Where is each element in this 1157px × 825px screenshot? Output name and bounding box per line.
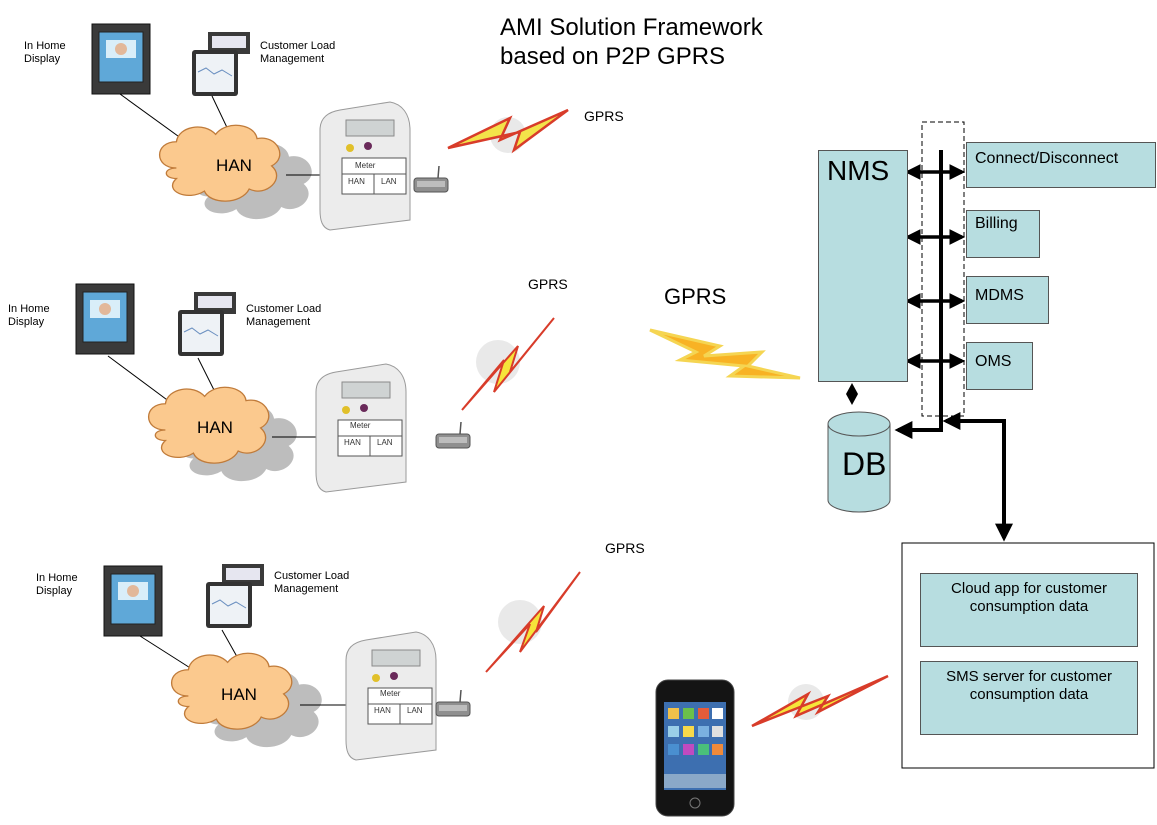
meter-label: Meter <box>380 689 401 698</box>
title-line-2: based on P2P GPRS <box>500 42 726 70</box>
customer-load-label: Customer Load Management <box>274 570 350 595</box>
customer-load-label: Customer Load Management <box>246 303 322 328</box>
backbone-gprs-label: GPRS <box>664 284 727 309</box>
connector-line <box>197 357 217 395</box>
title-line-1: AMI Solution Framework <box>500 14 763 41</box>
billing-box: Billing <box>966 210 1040 258</box>
gprs-link-bolt-icon <box>447 108 569 154</box>
db-cylinder-icon <box>827 411 891 513</box>
load-management-tablet-icon <box>191 31 251 97</box>
cloud-app-label: Cloud app for customer consumption data <box>951 580 1107 615</box>
gprs-label: GPRS <box>528 276 568 292</box>
connect-disconnect-label: Connect/Disconnect <box>975 150 1119 167</box>
db-label: DB <box>842 446 887 482</box>
gprs-link-bolt-icon <box>461 317 555 411</box>
meter-lan-label: LAN <box>377 438 393 447</box>
sms-server-box: SMS server for customer consumption data <box>920 661 1138 735</box>
in-home-display-label: In Home Display <box>36 572 78 597</box>
customer-site-3 <box>103 563 581 761</box>
diagram-title: AMI Solution Framework based on P2P GPRS <box>500 14 763 72</box>
modem-icon <box>435 689 471 717</box>
modem-icon <box>435 421 471 449</box>
oms-box: OMS <box>966 342 1033 390</box>
billing-label: Billing <box>975 215 1018 232</box>
gprs-link-bolt-icon <box>485 571 581 673</box>
meter-han-label: HAN <box>344 438 361 447</box>
mdms-label: MDMS <box>975 287 1024 304</box>
in-home-display-icon <box>75 283 135 355</box>
oms-label: OMS <box>975 353 1012 370</box>
phone-gprs-bolt-icon <box>751 674 889 728</box>
gprs-label: GPRS <box>605 540 645 556</box>
backbone-bolt-icon <box>649 328 801 380</box>
gprs-label: GPRS <box>584 108 624 124</box>
meter-label: Meter <box>355 161 376 170</box>
meter-han-label: HAN <box>374 706 391 715</box>
customer-site-1 <box>91 23 569 231</box>
meter-lan-label: LAN <box>407 706 423 715</box>
in-home-display-icon <box>91 23 151 95</box>
cloud-app-box: Cloud app for customer consumption data <box>920 573 1138 647</box>
connect-disconnect-box: Connect/Disconnect <box>966 142 1156 188</box>
han-label: HAN <box>216 156 252 175</box>
mdms-box: MDMS <box>966 276 1049 324</box>
load-management-tablet-icon <box>177 291 237 357</box>
home-button <box>689 797 701 809</box>
in-home-display-label: In Home Display <box>8 303 50 328</box>
meter-lan-label: LAN <box>381 177 397 186</box>
meter-label: Meter <box>350 421 371 430</box>
sms-server-label: SMS server for customer consumption data <box>946 668 1112 703</box>
nms-box: NMS <box>818 150 908 382</box>
radio-glow <box>788 684 824 720</box>
load-management-tablet-icon <box>205 563 265 629</box>
in-home-display-label: In Home Display <box>24 40 66 65</box>
arrow-bus-cloud <box>942 412 1013 542</box>
han-label: HAN <box>197 418 233 437</box>
in-home-display-icon <box>103 565 163 637</box>
customer-load-label: Customer Load Management <box>260 40 336 65</box>
meter-han-label: HAN <box>348 177 365 186</box>
backbone-gprs-bolt <box>649 328 801 380</box>
modem-icon <box>413 165 449 193</box>
nms-label: NMS <box>827 155 890 186</box>
customer-site-2 <box>75 283 555 493</box>
nms-db-diamond-connector <box>846 383 858 405</box>
han-label: HAN <box>221 685 257 704</box>
phone-link <box>655 674 889 817</box>
